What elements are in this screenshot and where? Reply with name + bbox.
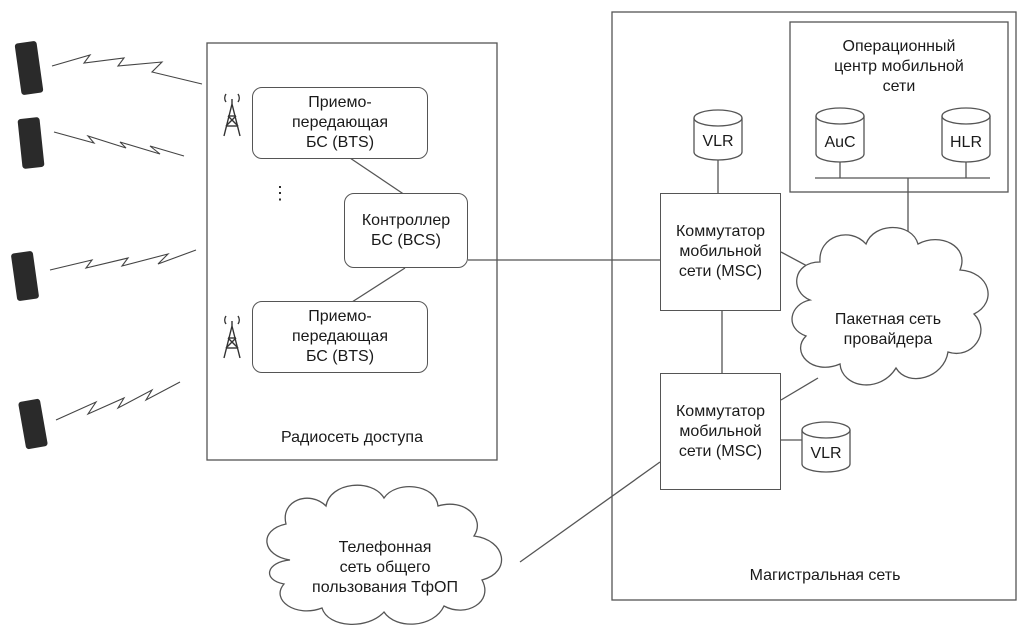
pstn-label: Телефонная сеть общего пользования ТфОП [312, 539, 458, 596]
bts-bottom-box: Приемо- передающая БС (BTS) [252, 301, 428, 373]
core-network-frame [611, 11, 1017, 601]
ops-center-frame [789, 21, 1009, 193]
bsc-label: Контроллер БС (BCS) [361, 211, 451, 249]
pstn-cloud [266, 484, 503, 625]
ops-center-title: Операционный центр мобильной сети [834, 38, 964, 95]
phone-3-icon [11, 251, 39, 301]
packet-network-cloud [791, 226, 989, 386]
mobile-phones [11, 41, 48, 450]
msc-bottom-label: Коммутатор мобильной сети (MSC) [675, 402, 766, 460]
radio-link-3-icon [49, 249, 197, 271]
hlr-cap [941, 107, 991, 125]
auc-label: AuC [824, 134, 856, 151]
link-msc2-packet [780, 377, 819, 401]
phone-2-icon [17, 117, 45, 169]
vlr-top-body [693, 118, 743, 161]
msc-top-label: Коммутатор мобильной сети (MSC) [675, 223, 766, 280]
radio-links [49, 54, 203, 421]
link-bts-top-bsc [349, 157, 406, 196]
access-network-frame [206, 42, 498, 461]
vlr-bottom-cap [801, 421, 851, 439]
tower-top-icon [223, 93, 241, 137]
bts-bottom-label: Приемо- передающая БС (BTS) [292, 308, 388, 365]
vlr-top-label: VLR [702, 133, 734, 150]
radio-link-4-icon [55, 381, 181, 421]
bts-top-box: Приемо- передающая БС (BTS) [252, 87, 428, 159]
vlr-bottom-body [801, 430, 851, 473]
phone-1-icon [14, 41, 44, 95]
tower-bottom-icon [223, 315, 241, 359]
bts-top-label: Приемо- передающая БС (BTS) [292, 94, 388, 151]
access-network-label: Радиосеть доступа [281, 429, 423, 446]
link-bsc-bts-bottom [351, 267, 406, 303]
bts-ellipsis: ⋮ [271, 183, 289, 203]
auc-cap [815, 107, 865, 125]
packet-network-label: Пакетная сеть провайдера [834, 311, 942, 348]
msc-top-box: Коммутатор мобильной сети (MSC) [660, 193, 781, 311]
core-network-label: Магистральная сеть [749, 567, 901, 584]
radio-link-1-icon [51, 54, 203, 85]
radio-link-2-icon [53, 131, 185, 157]
auc-body [815, 116, 865, 163]
bsc-box: Контроллер БС (BCS) [344, 193, 468, 268]
msc-bottom-box: Коммутатор мобильной сети (MSC) [660, 373, 781, 490]
hlr-label: HLR [949, 134, 982, 151]
hlr-body [941, 116, 991, 163]
phone-4-icon [18, 398, 48, 450]
vlr-top-cap [693, 109, 743, 127]
link-msc2-pstn [519, 461, 661, 563]
cylinders [693, 107, 991, 473]
vlr-bottom-label: VLR [810, 445, 842, 462]
connections [349, 157, 990, 563]
